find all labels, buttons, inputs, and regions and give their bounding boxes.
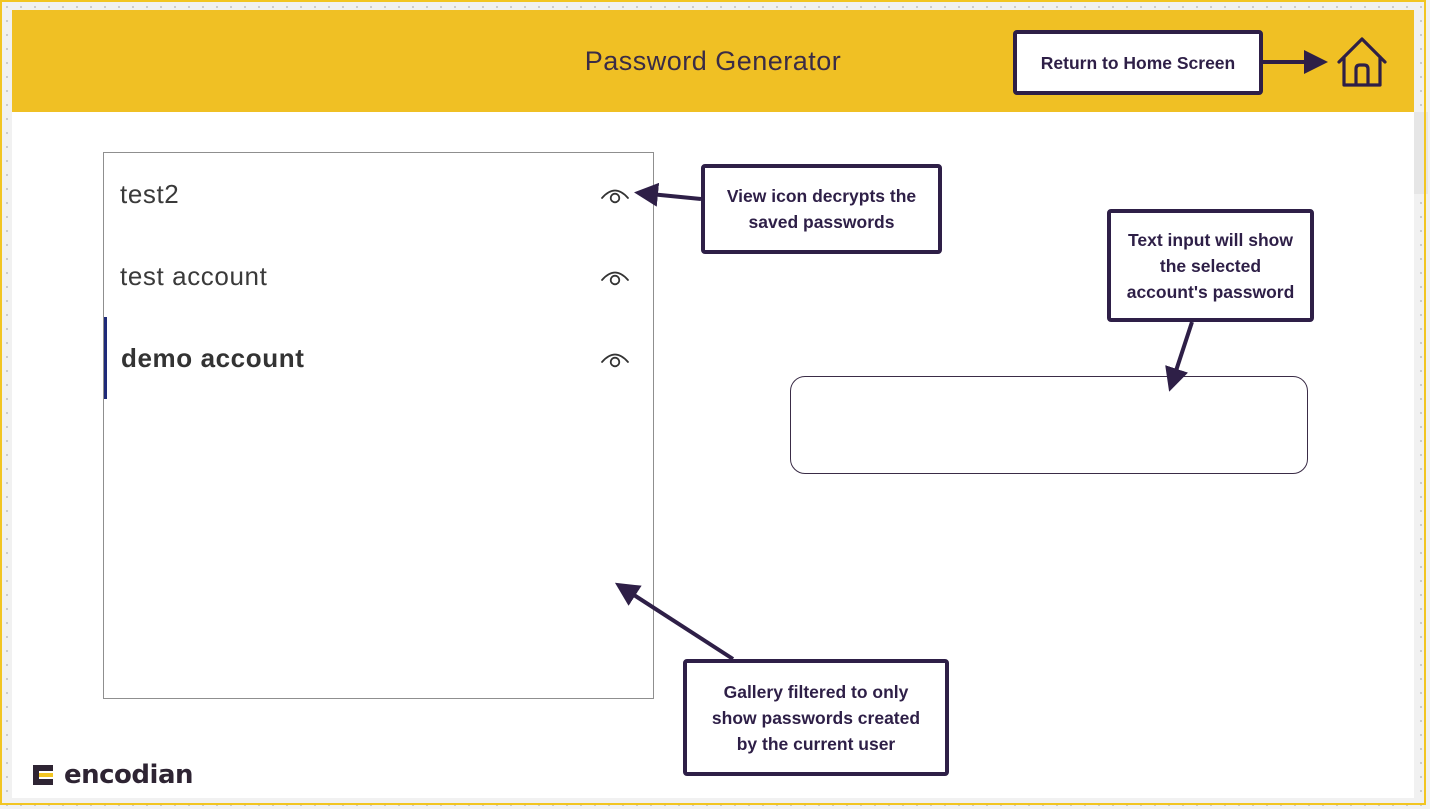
- gallery-item-label: test account: [120, 261, 268, 291]
- encodian-logo: encodian: [30, 760, 194, 790]
- callout-view-line-2: saved passwords: [748, 212, 895, 232]
- eye-icon[interactable]: [600, 265, 630, 287]
- callout-home-text: Return to Home Screen: [1040, 52, 1236, 73]
- scrollbar-track[interactable]: [1414, 112, 1428, 194]
- callout-gallery-line-1: Gallery filtered to only: [723, 681, 909, 702]
- callout-home: Return to Home Screen: [1013, 30, 1263, 95]
- home-icon: [1337, 37, 1387, 87]
- password-text-input[interactable]: [790, 376, 1308, 474]
- eye-icon[interactable]: [600, 347, 630, 369]
- callout-input-line-1: Text input will show: [1128, 229, 1293, 250]
- callout-input-line-2: the selected: [1159, 255, 1262, 276]
- callout-view-line-1: View icon decrypts the: [726, 186, 917, 206]
- gallery-item-label: demo account: [121, 343, 305, 373]
- callout-text-input: Text input will show the selected accoun…: [1107, 209, 1314, 322]
- gallery-item-test2[interactable]: test2: [104, 153, 653, 235]
- callout-view-icon: View icon decrypts the saved passwords: [701, 164, 942, 254]
- password-gallery[interactable]: test2 test account demo account: [103, 152, 654, 699]
- gallery-item-test-account[interactable]: test account: [104, 235, 653, 317]
- callout-input-line-3: account's password: [1126, 281, 1295, 302]
- page-title: Password Generator: [584, 46, 842, 76]
- callout-gallery: Gallery filtered to only show passwords …: [683, 659, 949, 776]
- callout-gallery-line-3: by the current user: [736, 733, 896, 754]
- logo-text: encodian: [64, 760, 194, 790]
- eye-icon[interactable]: [600, 183, 630, 205]
- gallery-item-label: test2: [120, 179, 180, 209]
- gallery-item-demo-account[interactable]: demo account: [104, 317, 653, 399]
- home-button[interactable]: [1333, 34, 1391, 90]
- encodian-logo-icon: [33, 765, 53, 785]
- callout-gallery-line-2: show passwords created: [711, 707, 921, 728]
